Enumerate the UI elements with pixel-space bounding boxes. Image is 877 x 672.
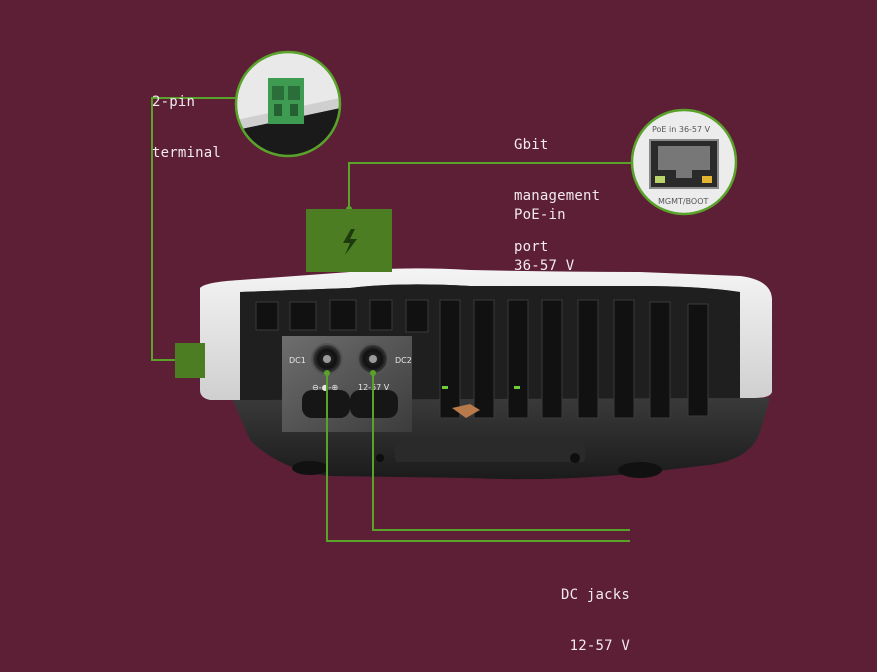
- dc-label-line2: 12-57 V: [569, 638, 630, 654]
- heatsink-fin: [329, 299, 357, 331]
- base-recess: [395, 442, 585, 462]
- status-led: [442, 386, 448, 389]
- mgmt-label: Gbit management port: [514, 103, 600, 273]
- heatsink-fin: [405, 299, 429, 333]
- terminal-highlight-box[interactable]: [175, 343, 205, 378]
- callout-lines: [151, 97, 632, 542]
- heatsink-fin: [439, 299, 461, 419]
- heatsink-fin: [473, 299, 495, 419]
- dc-label: DC jacks 12-57 V: [530, 553, 630, 672]
- dc-jack-2-pin: [369, 355, 377, 363]
- port-led-right: [702, 176, 712, 183]
- poe-label-line1: PoE-in: [514, 207, 566, 223]
- poe-port-highlight[interactable]: [306, 209, 392, 272]
- mgmt-port-zoom-circle: PoE in 36-57 V MGMT/BOOT: [630, 108, 738, 216]
- port-led-left: [655, 176, 665, 183]
- terminal-label-line1: 2-pin: [152, 94, 196, 110]
- dc-connector-line-inner: [372, 373, 630, 531]
- dc-label-line1: DC jacks: [560, 587, 630, 603]
- mgmt-label-line3: port: [514, 239, 549, 255]
- copper-part: [452, 404, 480, 418]
- device-diagram: DC1 DC2 ⊖-●-⊕ 12-57 V: [151, 50, 772, 542]
- dc-jack-1-pin: [323, 355, 331, 363]
- terminal-label: 2-pin terminal: [152, 60, 221, 179]
- screw: [570, 453, 580, 463]
- polarity-label: ⊖-●-⊕: [312, 383, 338, 392]
- poe-label: PoE-in 36-57 V: [514, 173, 574, 292]
- lightning-bolt-icon: [343, 229, 357, 255]
- dc-plate-body: [282, 336, 412, 432]
- heatsink-fin: [255, 301, 279, 331]
- connector-dot: [324, 370, 330, 376]
- dc-connector-line-outer: [326, 373, 630, 542]
- port-bottom-text: MGMT/BOOT: [658, 197, 709, 206]
- device-foot: [292, 461, 328, 475]
- heatsink-fin: [577, 299, 599, 419]
- device-foot: [618, 462, 662, 478]
- dc2-label: DC2: [395, 356, 412, 365]
- poe-label-line2: 36-57 V: [514, 258, 575, 274]
- heatsink-fin: [649, 301, 671, 419]
- heatsink-fin: [289, 301, 317, 331]
- diagram-stage: DC1 DC2 ⊖-●-⊕ 12-57 V: [151, 50, 772, 654]
- heatsink-fin: [613, 299, 635, 419]
- device-shell: [200, 268, 772, 400]
- heatsink-fin: [369, 299, 393, 331]
- status-led: [514, 386, 520, 389]
- port-top-text: PoE in 36-57 V: [652, 125, 711, 134]
- terminal-zoom-circle: [234, 50, 342, 158]
- terminal-connector-line: [151, 97, 236, 361]
- screw: [376, 454, 384, 462]
- terminal-block: [268, 78, 304, 124]
- connector-dot: [370, 370, 376, 376]
- heatsink-fin: [507, 299, 529, 419]
- terminal-label-line2: terminal: [152, 145, 222, 161]
- mgmt-label-line2: management: [514, 188, 601, 204]
- dc1-label: DC1: [289, 356, 306, 365]
- heatsink-fins: [255, 299, 709, 419]
- heatsink-fin: [687, 303, 709, 417]
- mgmt-label-line1: Gbit: [514, 137, 549, 153]
- heatsink-fin: [541, 299, 563, 419]
- poe-connector-line: [348, 162, 632, 209]
- dc-jack-plate: DC1 DC2 ⊖-●-⊕ 12-57 V: [282, 336, 412, 432]
